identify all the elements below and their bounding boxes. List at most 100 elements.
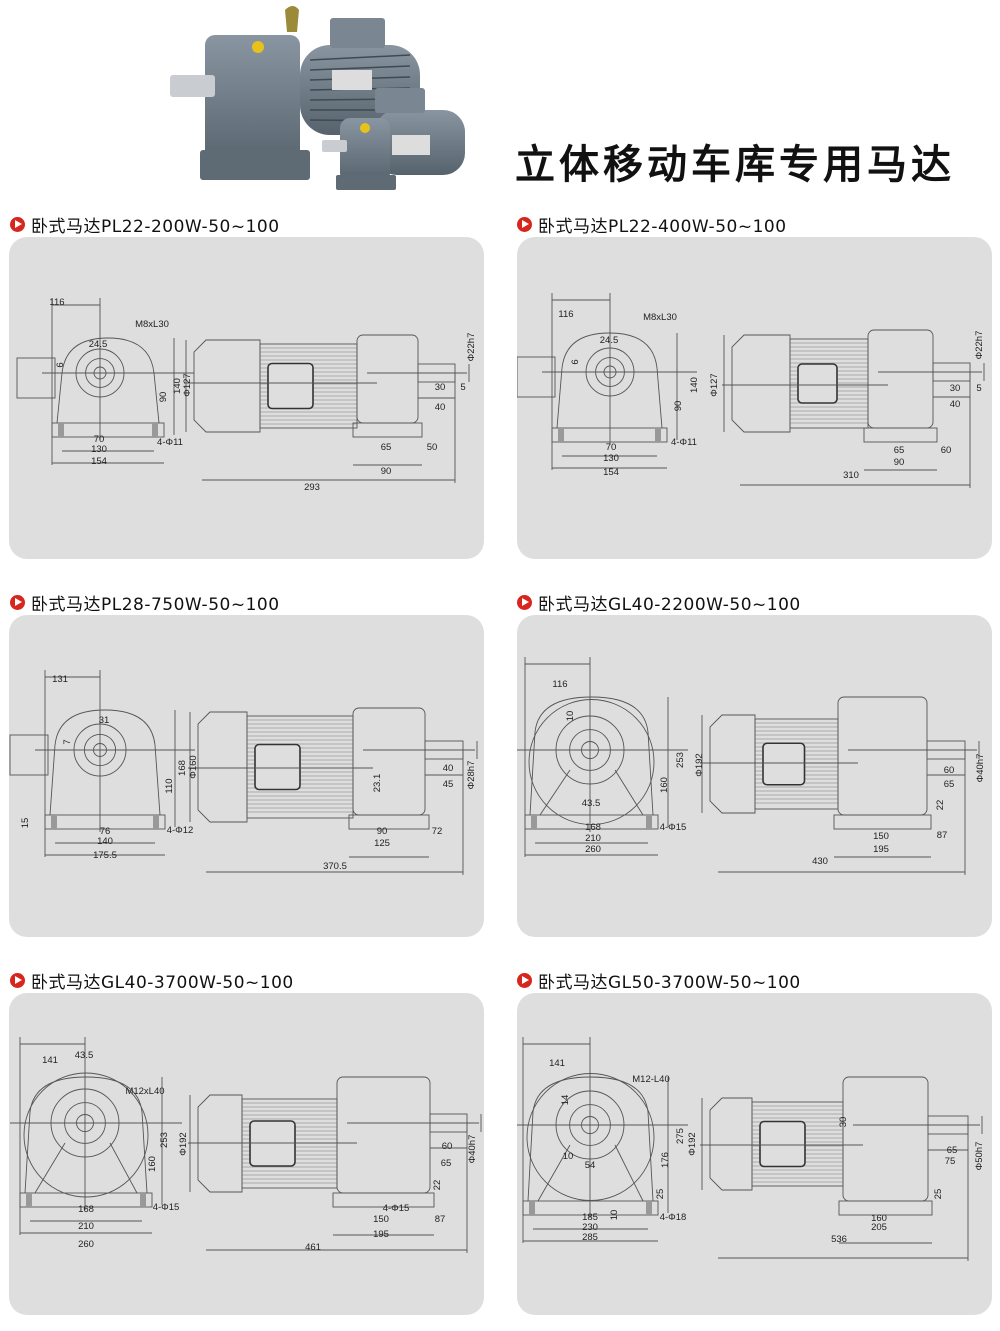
play-bullet-icon xyxy=(517,972,532,988)
housing-outline xyxy=(24,1076,148,1194)
terminal-box xyxy=(759,1120,806,1168)
dimension-label: 43.5 xyxy=(75,1050,94,1061)
dimension-label: 4-Φ18 xyxy=(660,1212,687,1223)
dimension-label: 4-Φ11 xyxy=(671,437,697,448)
motor-end-cap xyxy=(709,714,756,814)
section-heading-text: 卧式马达GL40-3700W-50~100 xyxy=(31,972,294,993)
dimension-label: 140 xyxy=(689,377,700,393)
dimension-label: 116 xyxy=(49,297,64,308)
dimension-label: 70 xyxy=(606,442,617,453)
housing-outline xyxy=(56,337,160,424)
section-heading: 卧式马达PL22-400W-50~100 xyxy=(517,213,787,237)
section-heading-text: 卧式马达GL50-3700W-50~100 xyxy=(538,972,801,993)
dimension-label: 461 xyxy=(305,1242,321,1253)
dimension-label: 45 xyxy=(443,779,454,790)
dimension-label: 536 xyxy=(831,1234,847,1245)
bolt-hole xyxy=(153,815,159,829)
front-view xyxy=(10,1037,182,1235)
dimension-label: Φ192 xyxy=(687,1132,698,1155)
gearbox-foot xyxy=(863,427,938,443)
dimension-label: 5 xyxy=(460,382,465,393)
dimension-label: Φ160 xyxy=(188,755,199,778)
dimension-label: 14 xyxy=(560,1095,571,1106)
dimension-label: 30 xyxy=(838,1117,849,1128)
bolt-hole xyxy=(58,423,64,437)
terminal-box xyxy=(797,363,838,404)
dimension-label: 275 xyxy=(675,1128,686,1144)
dimension-label: 6 xyxy=(55,362,66,367)
mounting-feet xyxy=(551,427,668,443)
gearbox-foot xyxy=(838,1200,933,1216)
dimension-label: 22 xyxy=(432,1180,443,1191)
rib xyxy=(537,1144,571,1202)
dimension-label: 10 xyxy=(565,711,576,722)
dimension-label: 4-Φ12 xyxy=(167,825,194,836)
terminal-box xyxy=(254,743,301,791)
dimension-label: 310 xyxy=(843,470,859,481)
dimension-label: 25 xyxy=(933,1189,944,1200)
dimension-label: 87 xyxy=(937,830,948,841)
side-view xyxy=(188,1076,482,1253)
mounting-feet xyxy=(51,422,165,438)
gearbox xyxy=(867,329,934,429)
dimension-label: Φ127 xyxy=(709,373,720,396)
rib xyxy=(539,769,571,816)
play-bullet-icon xyxy=(10,216,25,232)
rib xyxy=(614,769,644,816)
dimension-label: M12xL40 xyxy=(125,1086,164,1097)
dimension-label: 140 xyxy=(97,836,113,847)
play-bullet-icon xyxy=(517,216,532,232)
gearbox xyxy=(837,696,928,816)
dimension-label: 154 xyxy=(91,456,107,467)
dimension-label: 40 xyxy=(443,763,454,774)
side-view xyxy=(700,696,980,875)
dimension-label: 22 xyxy=(935,800,946,811)
product-photo xyxy=(160,0,480,195)
dimension-label: 160 xyxy=(147,1156,158,1172)
motor-stub xyxy=(517,356,556,398)
dimension-label: 60 xyxy=(941,445,952,456)
motor-end-cap xyxy=(197,1094,243,1193)
dimension-label: 150 xyxy=(373,1214,389,1225)
bolt-hole xyxy=(646,1201,652,1215)
section-heading: 卧式马达GL40-3700W-50~100 xyxy=(10,969,294,993)
dimension-label: 160 xyxy=(659,777,670,793)
side-view xyxy=(700,1076,983,1261)
dimension-label: 230 xyxy=(582,1222,598,1233)
dimension-label: 210 xyxy=(78,1221,94,1232)
dimension-label: 24.5 xyxy=(89,339,108,350)
flange-circle xyxy=(526,1073,655,1201)
dimension-label: 72 xyxy=(432,826,443,837)
motor-end-cap xyxy=(197,711,248,823)
dimension-label: 10 xyxy=(563,1151,574,1162)
dimension-label: 140 xyxy=(172,378,183,394)
section-heading: 卧式马达PL22-200W-50~100 xyxy=(10,213,280,237)
dimension-label: 75 xyxy=(945,1156,956,1167)
dimension-label: 90 xyxy=(673,401,684,412)
dimension-label: Φ127 xyxy=(182,373,193,396)
dimension-label: Φ22h7 xyxy=(466,333,477,362)
dimension-label: Φ192 xyxy=(178,1132,189,1155)
dimension-label: 210 xyxy=(585,833,601,844)
gearbox xyxy=(842,1076,929,1202)
bolt-hole xyxy=(655,428,661,442)
dimension-label: 130 xyxy=(603,453,619,464)
gearbox-foot xyxy=(332,1192,435,1208)
bolt-hole xyxy=(531,815,537,829)
dimension-label: 125 xyxy=(374,838,390,849)
section-heading: 卧式马达PL28-750W-50~100 xyxy=(10,591,280,615)
dimension-label: 141 xyxy=(549,1058,565,1069)
dimension-label: 430 xyxy=(812,856,828,867)
dimension-label: 90 xyxy=(158,392,169,403)
dimension-label: 130 xyxy=(91,444,107,455)
gearbox-foot xyxy=(348,814,430,830)
rib xyxy=(614,1144,644,1202)
flange-circle xyxy=(23,1072,149,1198)
rib xyxy=(34,1142,66,1194)
